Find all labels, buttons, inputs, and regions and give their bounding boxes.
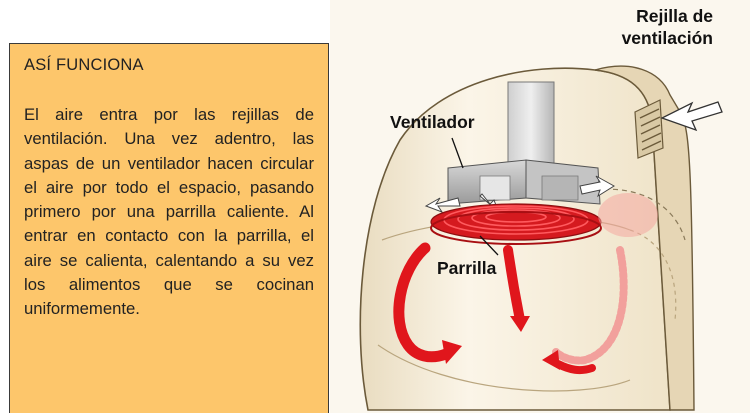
heating-grill [430, 203, 602, 245]
air-arrow-left [424, 197, 461, 214]
vent-label-line1: Rejilla de [636, 6, 713, 26]
heat-glow [598, 193, 658, 237]
vent-label-line2: ventilación [622, 28, 713, 48]
grill-label: Parrilla [437, 258, 497, 278]
fan-label: Ventilador [390, 112, 475, 132]
air-fryer-illustration: Rejilla de ventilación Ventilador Parril… [330, 0, 750, 413]
vent-grille [634, 99, 664, 159]
air-inlet-arrow [660, 101, 723, 132]
fan-label-leader [451, 137, 464, 169]
panel-heading: ASÍ FUNCIONA [24, 56, 144, 74]
fan [447, 159, 601, 205]
grill-label-leader [479, 235, 499, 256]
explanation-panel: ASÍ FUNCIONA El aire entra por las rejil… [9, 43, 329, 413]
air-fryer-diagram: Rejilla de ventilación Ventilador Parril… [330, 0, 750, 413]
air-arrow-right [579, 175, 615, 198]
heat-circulation-arrows [393, 242, 628, 375]
panel-body-text: El aire entra por las rejillas de ventil… [24, 105, 314, 319]
